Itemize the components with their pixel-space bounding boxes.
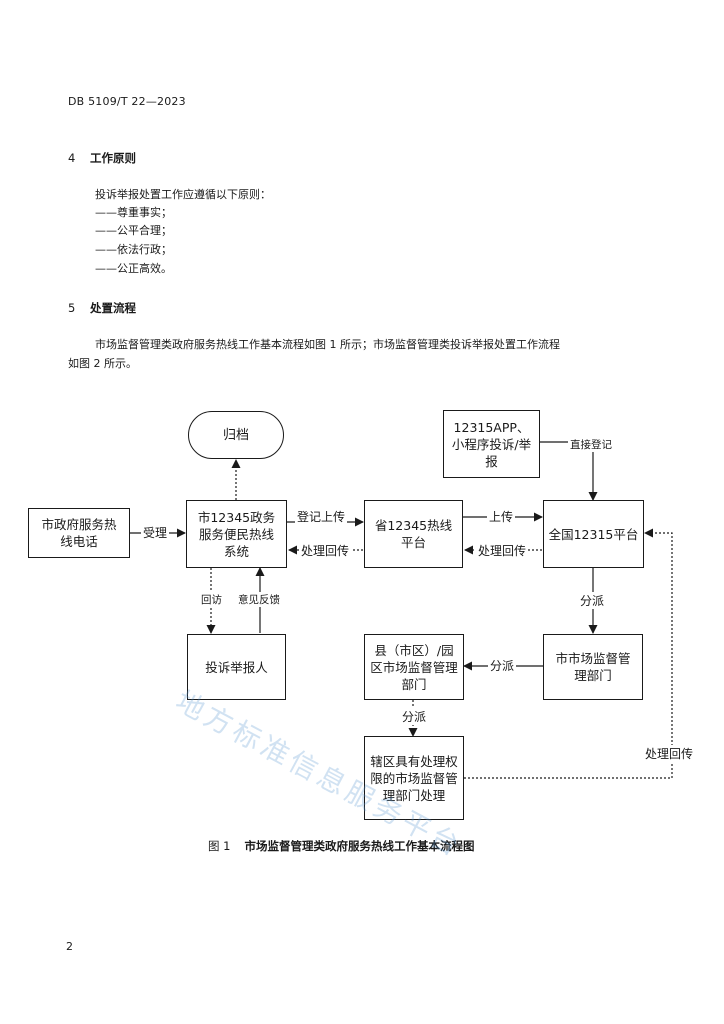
section-5-paragraph-line2: 如图 2 所示。 [68, 357, 137, 370]
principle-item: ——公平合理； [95, 224, 172, 237]
label-feedback-return-1: 处理回传 [299, 542, 352, 559]
section-5-title: 处置流程 [90, 301, 136, 315]
label-revisit: 回访 [199, 592, 224, 607]
hotline-phone-label: 市政府服务热线电话 [41, 517, 117, 549]
app-miniprogram-node: 12315APP、小程序投诉/举报 [443, 410, 540, 478]
section-4-number: 4 [68, 151, 76, 165]
city-market-dept-label: 市市场监督管理部门 [555, 651, 631, 683]
figure-number: 图 1 [208, 839, 231, 853]
label-opinion-feedback: 意见反馈 [236, 592, 282, 607]
city-market-dept-node: 市市场监督管理部门 [543, 634, 643, 700]
principle-item: ——公正高效。 [95, 262, 172, 275]
national-12315-label: 全国12315平台 [548, 526, 639, 542]
app-miniprogram-label: 12315APP、小程序投诉/举报 [451, 419, 532, 469]
label-dispatch-3: 分派 [400, 708, 429, 725]
complainant-node: 投诉举报人 [187, 634, 286, 700]
city-12345-system-node: 市12345政务服务便民热线系统 [186, 500, 287, 568]
province-12345-node: 省12345热线平台 [364, 500, 463, 568]
label-direct-register: 直接登记 [568, 437, 614, 452]
document-code: DB 5109/T 22—2023 [68, 95, 186, 108]
national-12315-node: 全国12315平台 [543, 500, 644, 568]
section-5-number: 5 [68, 301, 76, 315]
section-4-title: 工作原则 [90, 151, 136, 165]
county-market-dept-label: 县（市区）/园区市场监督管理部门 [370, 642, 458, 692]
page-number: 2 [66, 940, 73, 953]
section-5-paragraph-line1: 市场监督管理类政府服务热线工作基本流程如图 1 所示；市场监督管理类投诉举报处置… [95, 338, 560, 351]
section-4-heading: 4 工作原则 [68, 150, 136, 166]
label-feedback-return-2: 处理回传 [476, 542, 529, 559]
hotline-phone-node: 市政府服务热线电话 [28, 508, 130, 558]
label-dispatch-2: 分派 [488, 657, 517, 674]
label-feedback-return-3: 处理回传 [643, 745, 696, 762]
section-5-heading: 5 处置流程 [68, 300, 136, 316]
principle-item: ——依法行政； [95, 243, 172, 256]
arrow-feedback-return-3 [464, 528, 673, 779]
section-4-intro: 投诉举报处置工作应遵循以下原则： [95, 188, 271, 201]
district-dept-node: 辖区具有处理权限的市场监督管理部门处理 [364, 736, 464, 820]
principle-item: ——尊重事实； [95, 206, 172, 219]
label-dispatch-1: 分派 [578, 592, 607, 609]
figure-caption: 图 1 市场监督管理类政府服务热线工作基本流程图 [208, 838, 474, 854]
label-register-upload: 登记上传 [295, 508, 348, 525]
province-12345-label: 省12345热线平台 [374, 518, 453, 550]
archive-node: 归档 [188, 411, 284, 459]
label-accept: 受理 [141, 524, 170, 541]
figure-title: 市场监督管理类政府服务热线工作基本流程图 [244, 839, 475, 853]
county-market-dept-node: 县（市区）/园区市场监督管理部门 [364, 634, 464, 700]
city-12345-system-label: 市12345政务服务便民热线系统 [197, 509, 276, 559]
district-dept-label: 辖区具有处理权限的市场监督管理部门处理 [370, 753, 458, 803]
label-upload: 上传 [487, 508, 516, 525]
